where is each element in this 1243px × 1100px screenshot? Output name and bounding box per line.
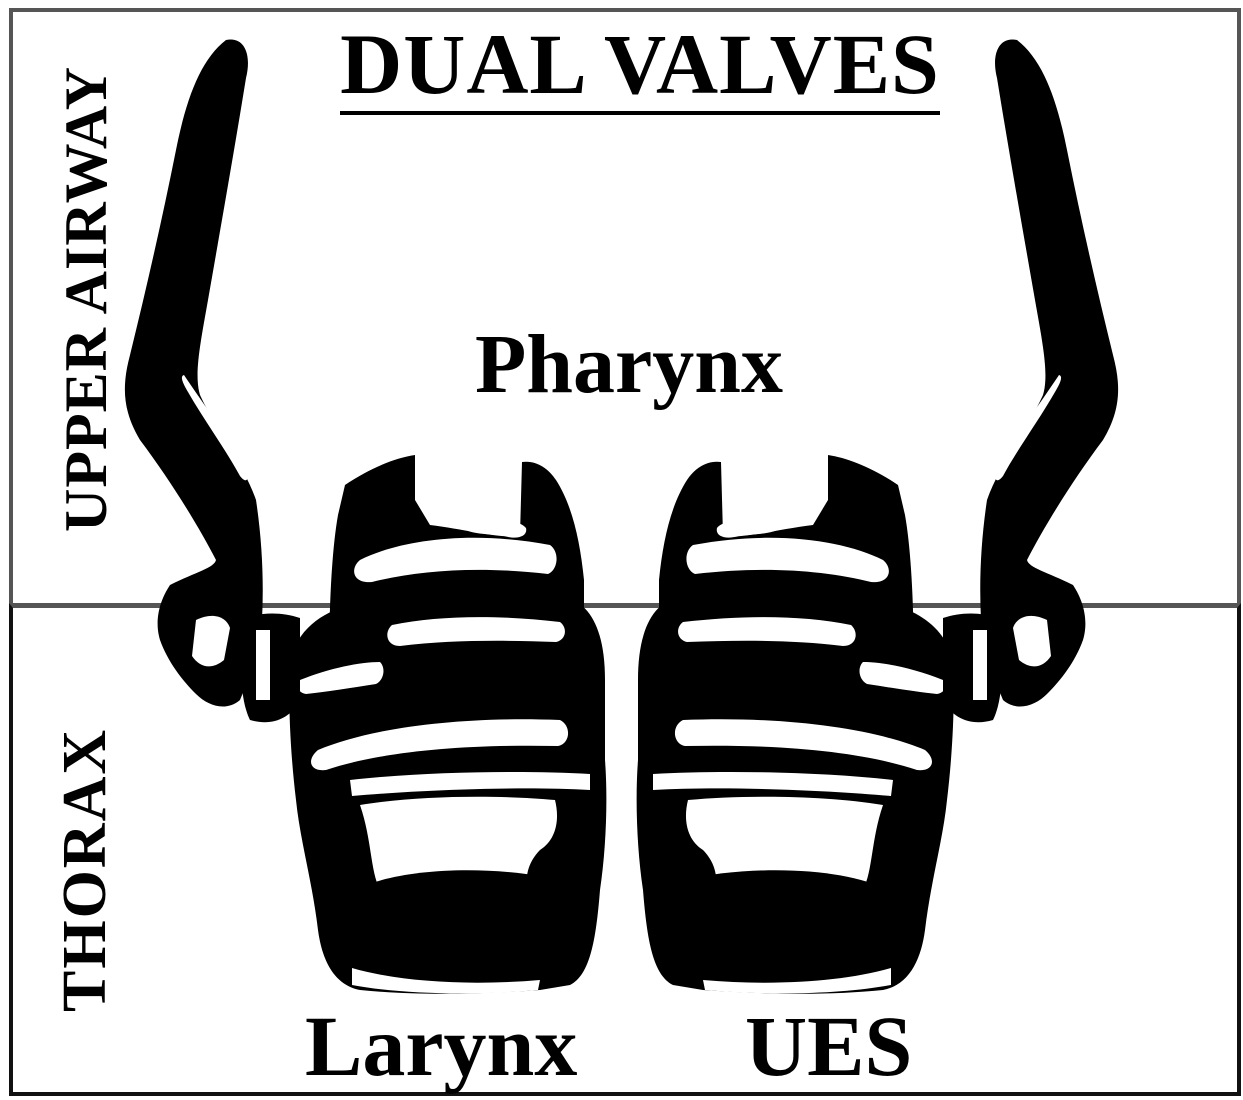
diagram-title: DUAL VALVES (300, 18, 980, 115)
larynx-label: Larynx (305, 1000, 577, 1092)
larynx-silhouette-icon (125, 39, 606, 993)
ues-label: UES (745, 1000, 912, 1092)
ues-silhouette-icon (637, 39, 1118, 993)
upper-airway-label: UPPER AIRWAY (56, 66, 116, 532)
pharynx-label: Pharynx (475, 320, 783, 410)
thorax-label: THORAX (54, 728, 116, 1012)
diagram-title-text: DUAL VALVES (340, 23, 940, 115)
